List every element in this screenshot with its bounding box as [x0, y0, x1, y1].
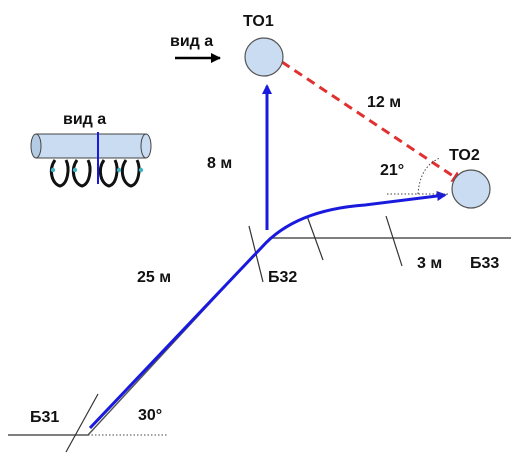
target-to1-label: ТО1 — [243, 13, 274, 30]
belay-b31-label: Б31 — [30, 409, 59, 426]
belay-b32-label: Б32 — [268, 269, 297, 286]
target-to2-label: ТО2 — [449, 147, 480, 164]
distance-slope-label: 25 м — [137, 269, 171, 286]
route-line — [88, 191, 447, 430]
target-to1 — [244, 37, 284, 77]
belay-tick-b31 — [65, 393, 99, 453]
target-to2 — [451, 169, 491, 209]
traverse-dashed-line — [281, 60, 464, 184]
distance-flat-label: 3 м — [417, 255, 442, 272]
angle-right-label: 21° — [380, 162, 404, 179]
belay-b33-label: Б33 — [470, 255, 499, 272]
angle-bottom-label: 30° — [138, 407, 162, 424]
belay-tick-mid — [306, 215, 324, 261]
view-arrow-label: вид а — [170, 33, 213, 50]
inset-label: вид а — [63, 111, 106, 128]
distance-diagonal-label: 12 м — [367, 94, 401, 111]
distance-vertical-label: 8 м — [207, 155, 232, 172]
carabiner-inset — [30, 132, 152, 188]
angle-right-arc — [417, 157, 441, 195]
belay-tick-b33 — [385, 215, 403, 267]
